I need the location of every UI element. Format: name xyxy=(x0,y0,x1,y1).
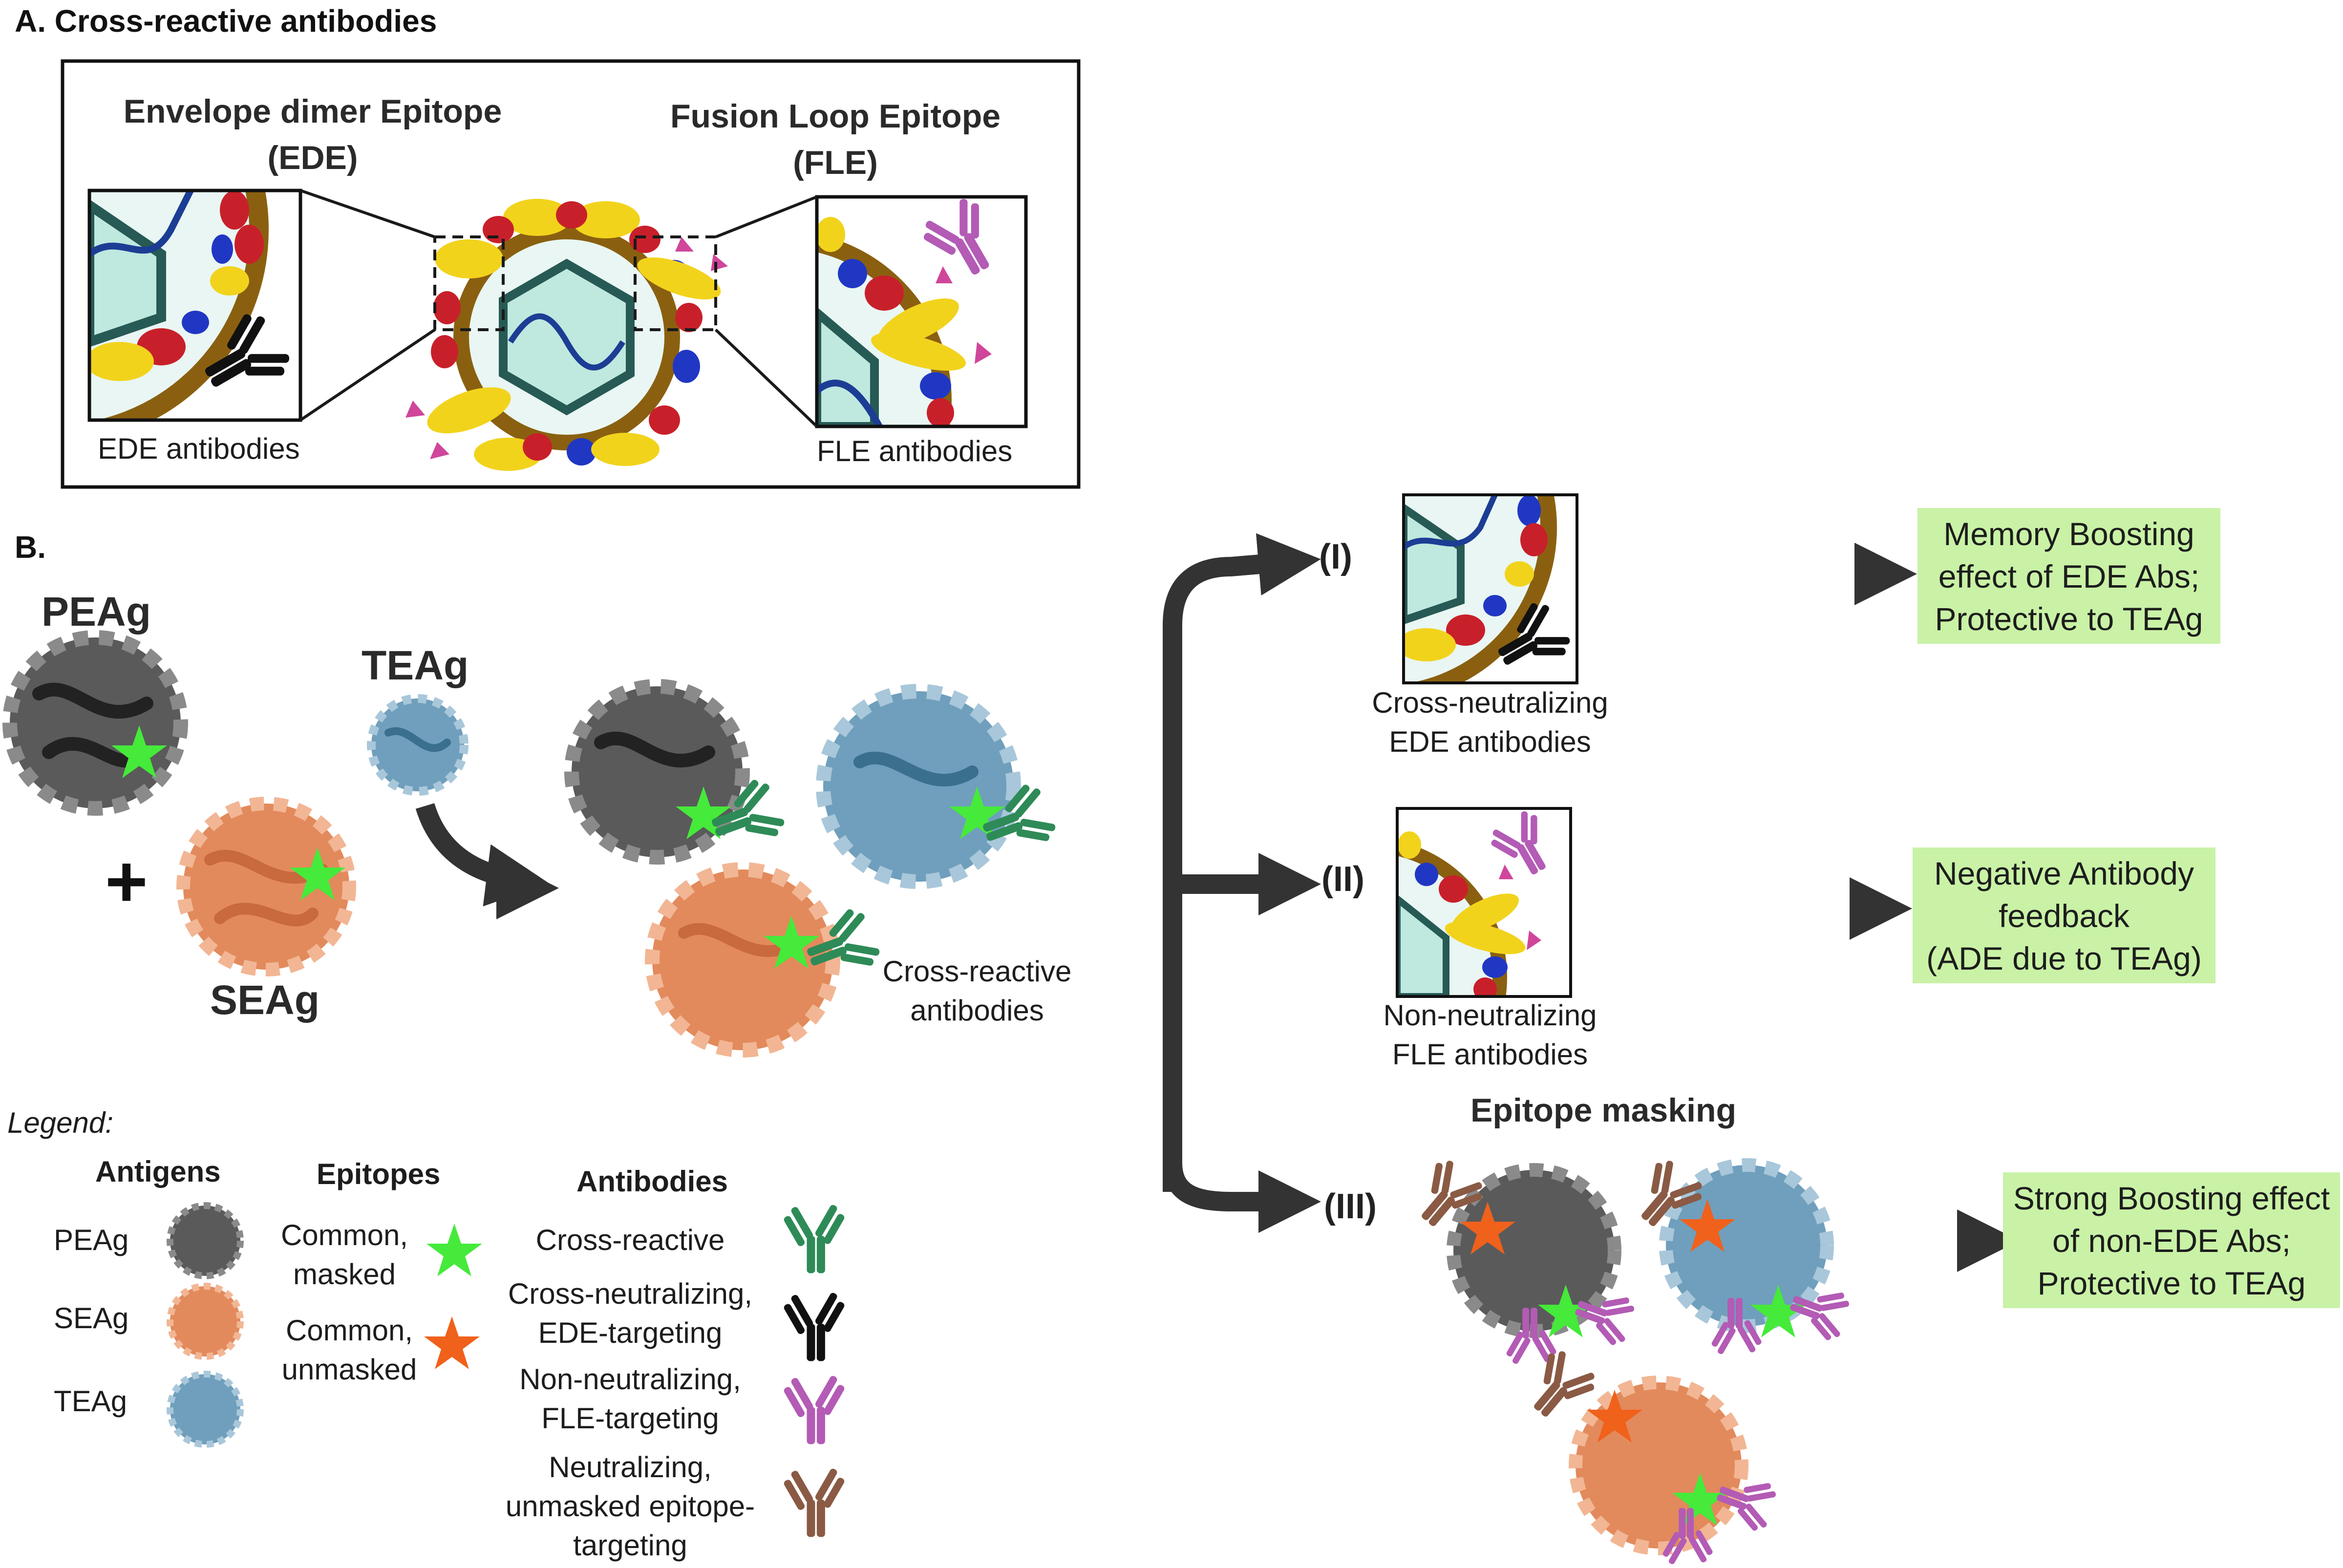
legend-fle-line2: FLE-targeting xyxy=(541,1402,719,1435)
peag-label: PEAg xyxy=(42,589,151,635)
outcome-box-i: Memory Boosting effect of EDE Abs; Prote… xyxy=(1917,508,2220,644)
epitope-masking-cluster xyxy=(1403,1151,1855,1566)
branch-ii-label-line1: Non-neutralizing xyxy=(1383,999,1597,1032)
epitope-masking-title: Epitope masking xyxy=(1470,1092,1737,1129)
outcome-ii-line1: Negative Antibody xyxy=(1934,855,2194,891)
legend-antibodies-header: Antibodies xyxy=(576,1165,728,1198)
legend-unmasked-ab-icon xyxy=(783,1467,846,1537)
legend-title: Legend: xyxy=(7,1106,113,1139)
plus-sign: + xyxy=(105,840,148,922)
legend-ede-line1: Cross-neutralizing, xyxy=(508,1277,753,1310)
fle-inset xyxy=(815,191,1028,428)
legend-unmasked-line2: unmasked xyxy=(281,1353,417,1386)
outcome-i-line1: Memory Boosting xyxy=(1943,516,2194,552)
branch-i-inset xyxy=(1402,493,1578,684)
legend-peag: PEAg xyxy=(54,1224,129,1256)
outcome-iii-line1: Strong Boosting effect xyxy=(2013,1180,2330,1216)
branch-ii-roman: (II) xyxy=(1321,860,1364,899)
branch-i-label-line2: EDE antibodies xyxy=(1389,725,1591,758)
ede-title-line1: Envelope dimer Epitope xyxy=(123,93,502,130)
cross-reactive-label-line1: Cross-reactive xyxy=(882,955,1072,988)
branch-i-label-line1: Cross-neutralizing xyxy=(1372,686,1608,719)
fle-title-line2: (FLE) xyxy=(793,144,878,181)
legend-fle-line1: Non-neutralizing, xyxy=(519,1363,741,1396)
ede-inset xyxy=(87,189,302,422)
outcome-ii-line3: (ADE due to TEAg) xyxy=(1926,940,2202,977)
panel-a-title: A. Cross-reactive antibodies xyxy=(15,3,437,39)
panel-a-frame xyxy=(61,59,1081,489)
legend-unmasked-ab-line2: unmasked epitope- xyxy=(505,1490,755,1523)
seag-label: SEAg xyxy=(210,977,320,1023)
peag-particle xyxy=(2,630,188,816)
legend-peag-icon xyxy=(167,1202,244,1279)
outcome-box-iii: Strong Boosting effect of non-EDE Abs; P… xyxy=(2003,1172,2340,1308)
outcome-ii-line2: feedback xyxy=(1999,898,2130,934)
legend-antigens-header: Antigens xyxy=(95,1155,221,1188)
outcome-i-line2: effect of EDE Abs; xyxy=(1938,558,2200,595)
teag-curve-arrow xyxy=(415,803,549,907)
branch-ii-label-line2: FLE antibodies xyxy=(1392,1038,1588,1071)
legend-unmasked-ab-line1: Neutralizing, xyxy=(549,1451,712,1483)
legend-icons xyxy=(167,1202,846,1537)
outcome-box-ii: Negative Antibody feedback (ADE due to T… xyxy=(1913,848,2215,983)
fle-caption: FLE antibodies xyxy=(817,435,1013,467)
cross-reactive-cluster xyxy=(564,679,1061,1058)
branch-ii-inset xyxy=(1396,805,1572,998)
legend-ede-line2: EDE-targeting xyxy=(538,1316,723,1349)
legend-ede-ab-icon xyxy=(783,1292,846,1361)
branch-iii-roman: (III) xyxy=(1324,1187,1377,1226)
legend-masked-line1: Common, xyxy=(280,1219,408,1251)
legend-fle-ab-icon xyxy=(783,1375,846,1444)
legend-seag-icon xyxy=(167,1283,244,1360)
legend-cross-reactive: Cross-reactive xyxy=(535,1224,725,1256)
legend-cross-reactive-ab-icon xyxy=(783,1204,846,1273)
ede-caption: EDE antibodies xyxy=(98,432,300,465)
panel-b-title: B. xyxy=(15,530,46,565)
legend-seag: SEAg xyxy=(54,1302,129,1335)
legend-masked-star-icon xyxy=(426,1224,482,1276)
seag-particle xyxy=(176,797,356,976)
legend-teag-icon xyxy=(167,1371,244,1448)
legend-epitopes-header: Epitopes xyxy=(317,1158,441,1190)
cross-reactive-label-line2: antibodies xyxy=(910,994,1044,1027)
legend-teag: TEAg xyxy=(54,1385,128,1418)
legend-masked-line2: masked xyxy=(293,1258,396,1291)
legend-unmasked-ab-line3: targeting xyxy=(573,1529,687,1562)
teag-label: TEAg xyxy=(362,642,469,688)
teag-particle xyxy=(367,694,469,796)
outcome-iii-line3: Protective to TEAg xyxy=(2037,1265,2306,1302)
central-virus xyxy=(299,189,818,471)
branch-arrows xyxy=(1075,533,2020,1272)
legend-unmasked-line1: Common, xyxy=(285,1314,413,1347)
ede-title-line2: (EDE) xyxy=(267,139,358,176)
outcome-iii-line2: of non-EDE Abs; xyxy=(2052,1223,2291,1259)
branch-i-roman: (I) xyxy=(1319,537,1352,576)
fle-title-line1: Fusion Loop Epitope xyxy=(670,98,1001,135)
outcome-i-line3: Protective to TEAg xyxy=(1935,601,2203,637)
